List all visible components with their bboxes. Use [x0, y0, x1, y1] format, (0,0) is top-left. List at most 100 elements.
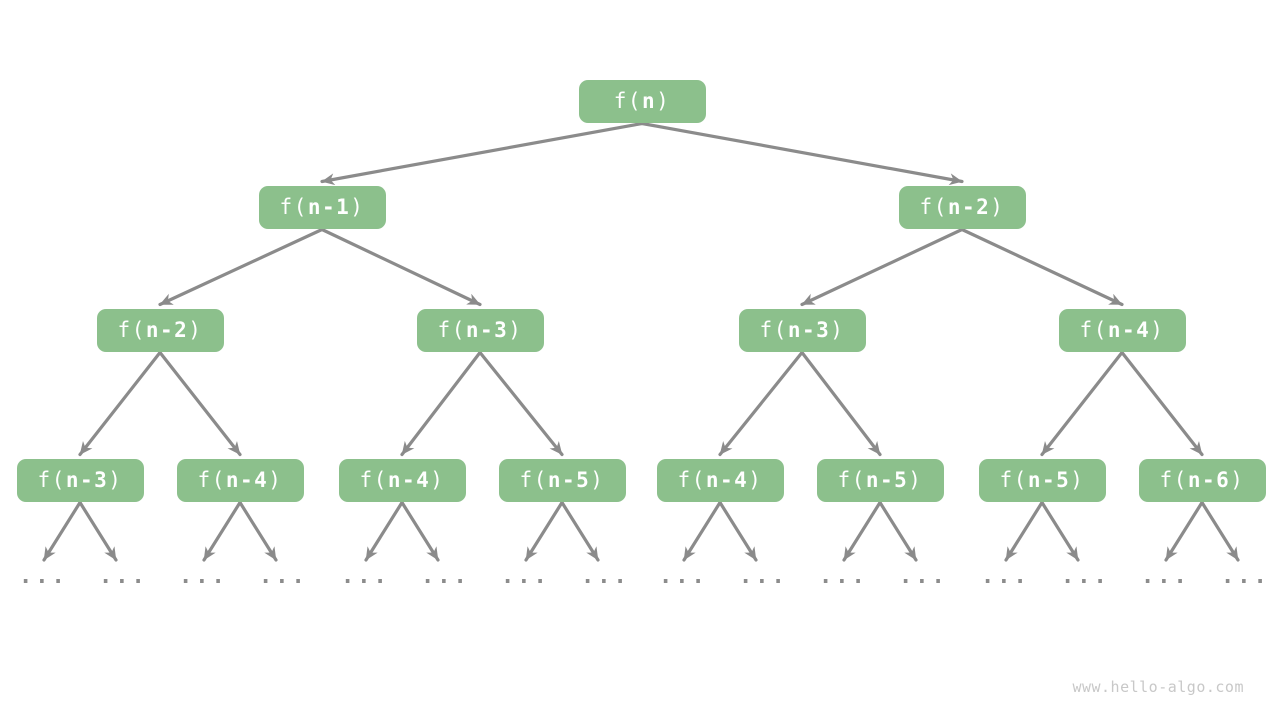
node-label-arg: n-2	[145, 318, 189, 342]
node-label-suffix: )	[508, 318, 523, 342]
edge-arrow	[560, 500, 600, 562]
node-label-arg: n-4	[1107, 318, 1151, 342]
edge-arrow	[524, 500, 564, 562]
edge-arrow	[1200, 500, 1240, 562]
tree-node-f-n-3: f(n-3)	[738, 308, 866, 352]
node-label-prefix: f(	[437, 318, 466, 342]
ellipsis: ...	[1141, 564, 1190, 589]
tree-node-f-n-6: f(n-6)	[1138, 458, 1266, 502]
node-label-prefix: f(	[279, 195, 308, 219]
ellipsis: ...	[19, 564, 68, 589]
node-label-suffix: )	[656, 89, 671, 113]
edge-arrow	[1040, 500, 1080, 562]
node-label-arg: n-2	[947, 195, 991, 219]
edge-arrow	[800, 350, 882, 457]
node-label-suffix: )	[188, 318, 203, 342]
edge-arrow	[960, 227, 1124, 307]
node-label-prefix: f(	[1079, 318, 1108, 342]
edge-arrow	[682, 500, 722, 562]
ellipsis: ...	[981, 564, 1030, 589]
edge-arrow	[78, 500, 118, 562]
node-label-suffix: )	[268, 468, 283, 492]
node-label-prefix: f(	[37, 468, 66, 492]
edge-arrow	[1120, 350, 1204, 457]
node-label-prefix: f(	[117, 318, 146, 342]
node-label-arg: n-3	[465, 318, 509, 342]
edge-arrow	[400, 350, 482, 457]
node-label-suffix: )	[1070, 468, 1085, 492]
edge-arrow	[42, 500, 82, 562]
node-label-prefix: f(	[519, 468, 548, 492]
node-label-prefix: f(	[1159, 468, 1188, 492]
ellipsis: ...	[341, 564, 390, 589]
node-label-suffix: )	[908, 468, 923, 492]
tree-node-f-n-4: f(n-4)	[1058, 308, 1186, 352]
tree-node-f-n-4: f(n-4)	[338, 458, 466, 502]
node-label-arg: n	[641, 89, 657, 113]
node-label-arg: n-5	[865, 468, 909, 492]
node-label-suffix: )	[590, 468, 605, 492]
node-label-prefix: f(	[759, 318, 788, 342]
ellipsis: ...	[179, 564, 228, 589]
ellipsis: ...	[739, 564, 788, 589]
tree-node-f-n-3: f(n-3)	[16, 458, 144, 502]
tree-node-f-n-5: f(n-5)	[978, 458, 1106, 502]
node-label-arg: n-4	[705, 468, 749, 492]
node-label-arg: n-3	[65, 468, 109, 492]
ellipsis: ...	[1221, 564, 1270, 589]
tree-node-f-n-2: f(n-2)	[898, 185, 1026, 229]
edge-arrow	[202, 500, 242, 562]
ellipsis: ...	[501, 564, 550, 589]
edge-arrow	[158, 350, 242, 457]
ellipsis: ...	[99, 564, 148, 589]
tree-node-f-n-5: f(n-5)	[816, 458, 944, 502]
tree-node-f-n-4: f(n-4)	[176, 458, 304, 502]
node-label-prefix: f(	[677, 468, 706, 492]
edge-arrow	[364, 500, 404, 562]
edge-arrow	[400, 500, 440, 562]
node-label-arg: n-5	[547, 468, 591, 492]
node-label-prefix: f(	[359, 468, 388, 492]
edge-arrow	[718, 500, 758, 562]
node-label-arg: n-4	[225, 468, 269, 492]
tree-node-f-n-1: f(n-1)	[258, 185, 386, 229]
tree-node-f-n: f(n)	[578, 79, 706, 123]
node-label-suffix: )	[748, 468, 763, 492]
edge-arrow	[158, 227, 324, 307]
node-label-suffix: )	[830, 318, 845, 342]
tree-node-f-n-3: f(n-3)	[416, 308, 544, 352]
edge-arrow	[478, 350, 564, 457]
edge-arrow	[320, 227, 482, 307]
node-label-arg: n-5	[1027, 468, 1071, 492]
edge-arrow	[878, 500, 918, 562]
node-label-prefix: f(	[613, 89, 642, 113]
edge-arrow	[1040, 350, 1124, 457]
tree-node-f-n-2: f(n-2)	[96, 308, 224, 352]
node-label-arg: n-4	[387, 468, 431, 492]
edge-arrow	[718, 350, 804, 457]
node-label-arg: n-6	[1187, 468, 1231, 492]
ellipsis: ...	[421, 564, 470, 589]
tree-node-f-n-5: f(n-5)	[498, 458, 626, 502]
ellipsis: ...	[259, 564, 308, 589]
node-label-arg: n-3	[787, 318, 831, 342]
ellipsis: ...	[899, 564, 948, 589]
node-label-suffix: )	[1150, 318, 1165, 342]
tree-node-f-n-4: f(n-4)	[656, 458, 784, 502]
ellipsis: ...	[581, 564, 630, 589]
node-label-arg: n-1	[307, 195, 351, 219]
node-label-suffix: )	[108, 468, 123, 492]
node-label-prefix: f(	[999, 468, 1028, 492]
edge-arrow	[842, 500, 882, 562]
edge-arrow	[1164, 500, 1204, 562]
ellipsis: ...	[1061, 564, 1110, 589]
node-label-prefix: f(	[919, 195, 948, 219]
node-label-suffix: )	[1230, 468, 1245, 492]
node-label-prefix: f(	[197, 468, 226, 492]
edge-arrow	[1004, 500, 1044, 562]
edge-arrow	[238, 500, 278, 562]
node-label-suffix: )	[430, 468, 445, 492]
node-label-prefix: f(	[837, 468, 866, 492]
